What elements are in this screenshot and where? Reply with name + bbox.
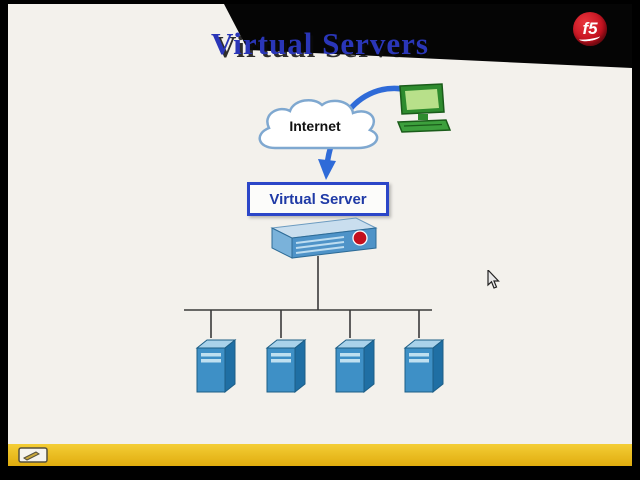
- virtual-server-box: Virtual Server: [247, 182, 389, 216]
- slide-title: Virtual Servers: [211, 26, 429, 61]
- virtual-server-label: Virtual Server: [269, 190, 367, 208]
- annotation-pen-button[interactable]: [18, 447, 48, 463]
- network-lines: [184, 256, 432, 338]
- server-icon-4: [401, 334, 451, 398]
- server-icon-2: [263, 334, 313, 398]
- server-icon-1: [193, 334, 243, 398]
- bigip-appliance-icon: [258, 212, 380, 264]
- f5-logo-text: f5: [582, 19, 598, 38]
- mouse-cursor: [487, 268, 501, 290]
- pencil-icon: [23, 451, 40, 461]
- internet-cloud: Internet: [250, 94, 392, 162]
- slide: Virtual Servers f5 Internet Virtual Serv…: [8, 4, 632, 466]
- bottom-toolbar: [8, 444, 632, 466]
- cloud-icon: [258, 98, 379, 150]
- appliance-f5-ball: [352, 230, 368, 246]
- server-icon-3: [332, 334, 382, 398]
- f5-logo: f5: [573, 12, 607, 46]
- client-computer-icon: [394, 82, 454, 142]
- internet-label: Internet: [289, 118, 341, 134]
